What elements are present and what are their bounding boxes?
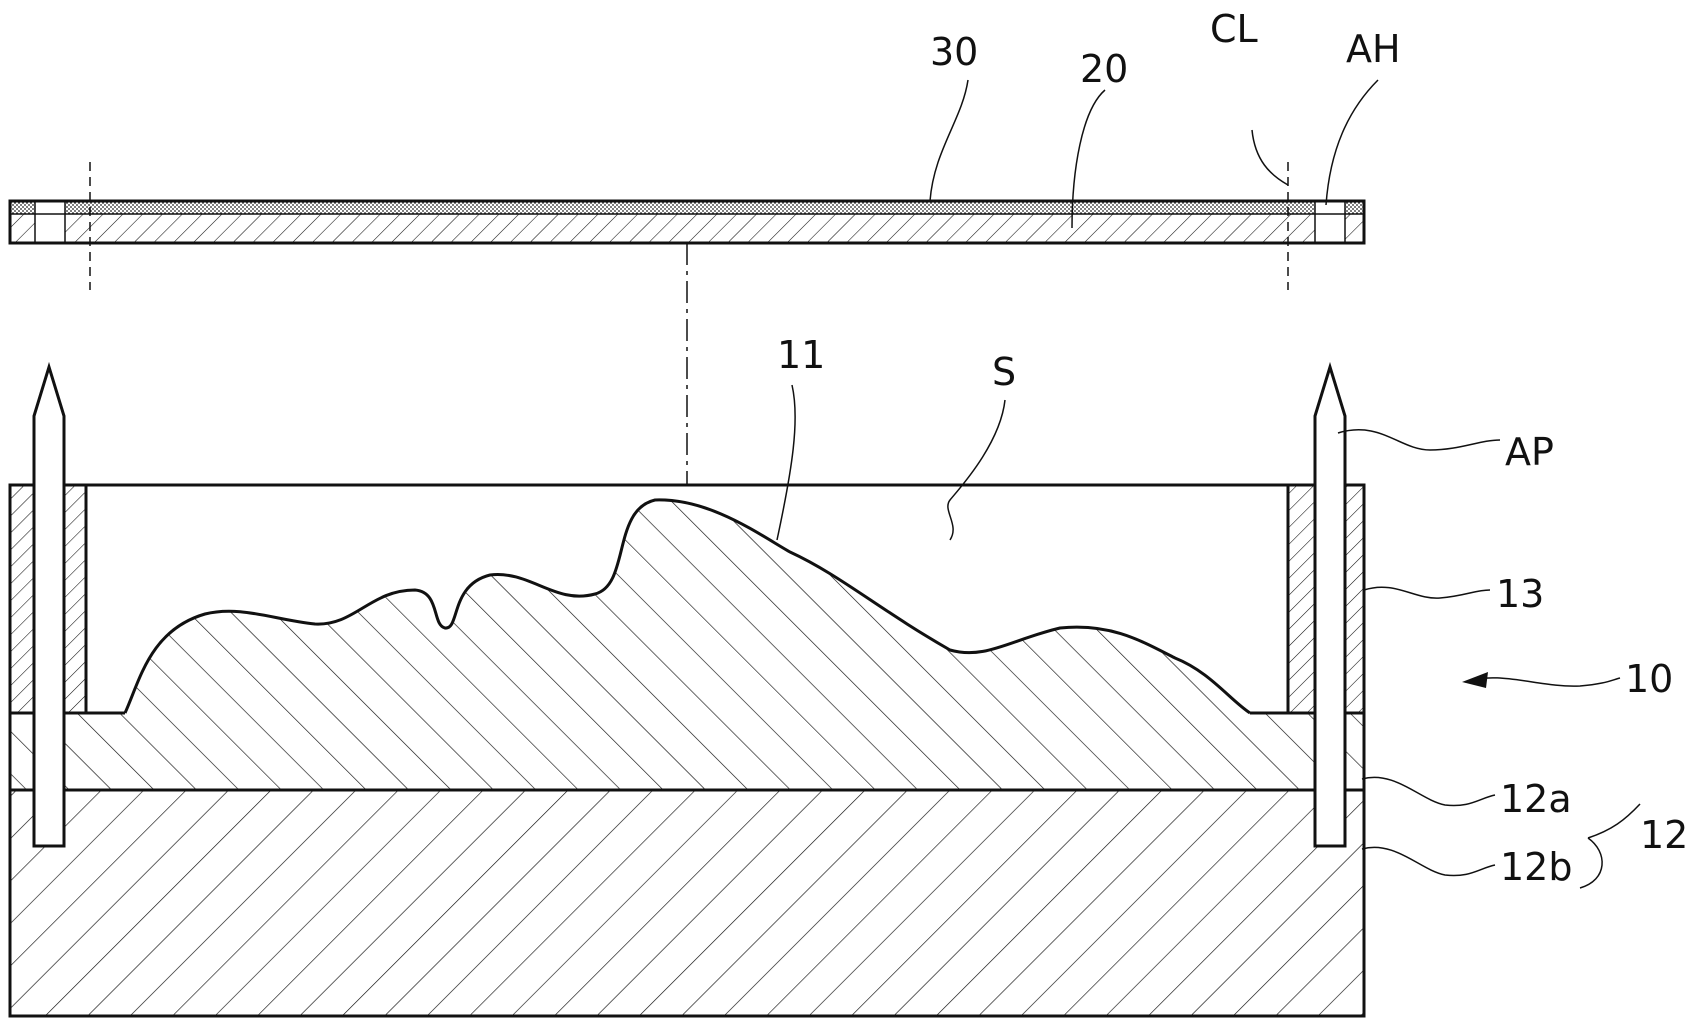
alignment-hole-right bbox=[1315, 201, 1345, 243]
label-12a: 12a bbox=[1500, 777, 1572, 821]
label-12: 12 bbox=[1640, 813, 1688, 857]
plate-layer-20 bbox=[10, 214, 1364, 243]
label-13: 13 bbox=[1496, 572, 1544, 616]
label-20: 20 bbox=[1080, 47, 1128, 91]
label-AH: AH bbox=[1346, 27, 1401, 71]
base-layer-12b bbox=[10, 790, 1364, 1016]
label-12b: 12b bbox=[1500, 845, 1572, 889]
label-CL: CL bbox=[1210, 7, 1258, 51]
alignment-hole-left bbox=[35, 201, 65, 243]
top-plate-assembly bbox=[10, 201, 1364, 243]
label-11: 11 bbox=[777, 333, 825, 377]
label-AP: AP bbox=[1505, 430, 1554, 474]
arrow-head-10 bbox=[1462, 672, 1488, 688]
film-layer-30 bbox=[10, 201, 1364, 214]
mold-body-11 bbox=[10, 500, 1364, 790]
alignment-pin-left bbox=[34, 367, 64, 846]
alignment-pin-right bbox=[1315, 367, 1345, 846]
label-30: 30 bbox=[930, 30, 978, 74]
label-S: S bbox=[992, 350, 1016, 394]
label-10: 10 bbox=[1625, 657, 1673, 701]
